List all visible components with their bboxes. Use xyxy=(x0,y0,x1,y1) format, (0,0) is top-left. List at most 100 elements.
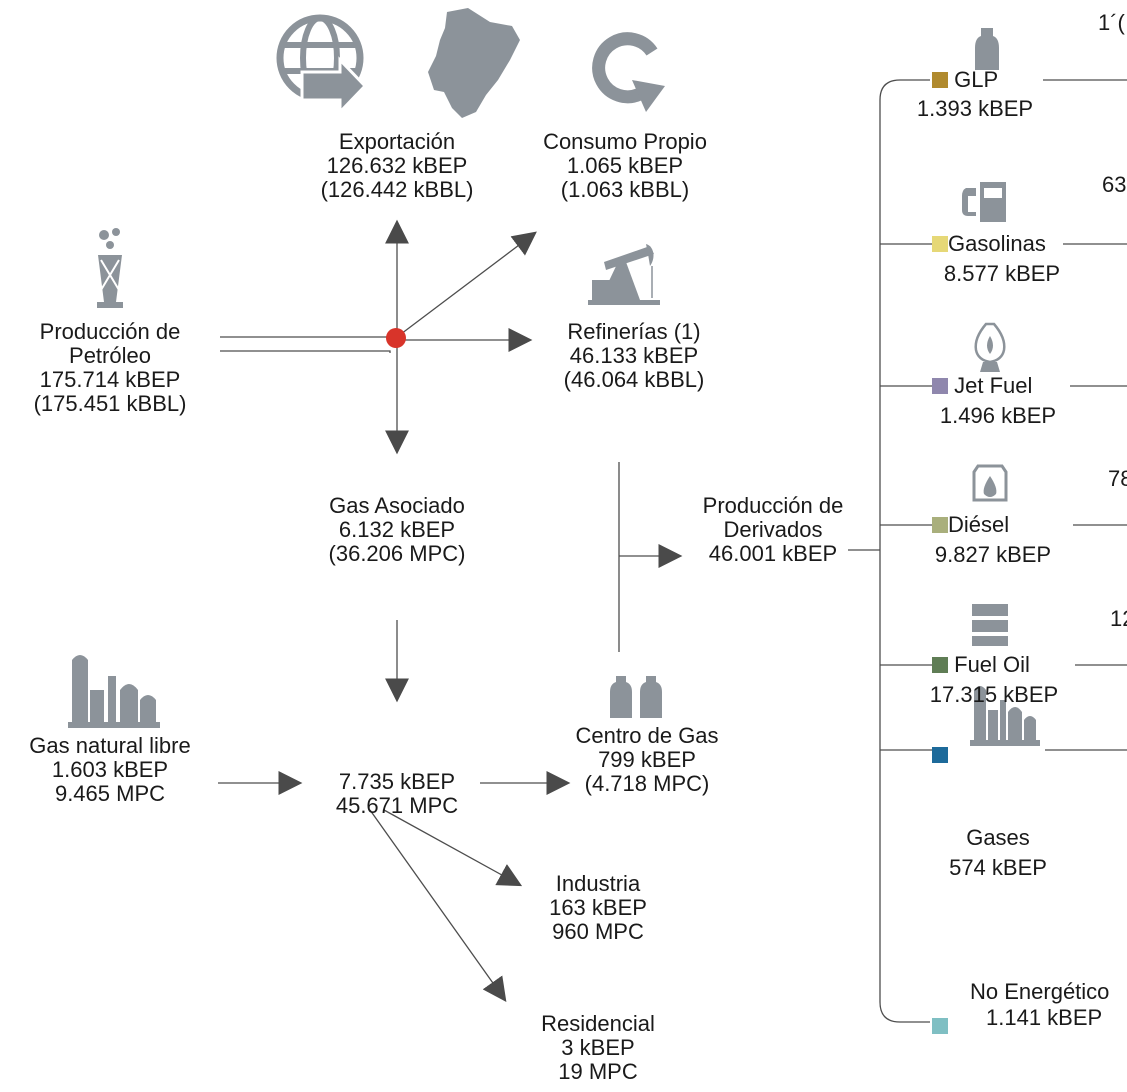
node-consumo-kbep: 1.065 kBEP xyxy=(566,153,684,178)
node-exportacion-name: Exportación xyxy=(338,129,456,154)
product-gases xyxy=(932,743,948,767)
swatch-noenergetico xyxy=(932,1018,948,1034)
node-gas-asociado: Gas Asociado 6.132 kBEP (36.206 MPC) xyxy=(329,494,466,566)
product-diesel-value: 9.827 kBEP xyxy=(934,542,1052,567)
flow-produccion-lower xyxy=(220,350,391,353)
node-centrogas-name: Centro de Gas xyxy=(575,723,719,748)
ecuador-map-icon xyxy=(428,8,520,118)
product-diesel-row: Diésel xyxy=(932,513,1009,537)
swatch-gases xyxy=(932,747,948,763)
product-noenergetico-name: No Energético xyxy=(970,979,1110,1004)
product-gases-name: Gases xyxy=(966,825,1030,850)
node-gasasociado-name: Gas Asociado xyxy=(329,493,465,518)
node-gasasociado-mpc: (36.206 MPC) xyxy=(328,541,466,566)
product-glp: GLP xyxy=(932,68,998,92)
product-glp-value: 1.393 kBEP xyxy=(916,96,1034,121)
node-produccion-petroleo: Producción de Petróleo 175.714 kBEP (175… xyxy=(34,320,187,416)
swatch-glp xyxy=(932,72,948,88)
product-diesel-name: Diésel xyxy=(948,512,1010,537)
node-residencial-name: Residencial xyxy=(541,1011,655,1036)
gases-plant-icon xyxy=(970,686,1040,746)
product-jetfuel-value: 1.496 kBEP xyxy=(939,403,1057,428)
node-gas-natural-libre: Gas natural libre 1.603 kBEP 9.465 MPC xyxy=(29,734,190,806)
gas-cylinders-icon xyxy=(610,676,662,718)
edge-label-1: 1´( xyxy=(1098,10,1125,35)
swatch-gasolinas xyxy=(932,236,948,252)
gas-bottle-icon xyxy=(975,28,999,70)
flow-to-consumo xyxy=(396,231,537,338)
edge-label-4: 12 xyxy=(1110,606,1127,631)
node-produccion-name1: Producción de xyxy=(39,319,181,344)
product-diesel: Diésel xyxy=(932,513,1009,537)
node-consumo-kbbl: (1.063 kBBL) xyxy=(560,177,690,202)
node-refinerias-name: Refinerías (1) xyxy=(567,319,701,344)
oil-derrick-icon xyxy=(97,228,123,308)
node-gasnatural-mpc: 9.465 MPC xyxy=(54,781,166,806)
swatch-diesel xyxy=(932,517,948,533)
node-centro-gas: Centro de Gas 799 kBEP (4.718 MPC) xyxy=(575,724,718,796)
node-produccion-kbbl: (175.451 kBBL) xyxy=(33,391,187,416)
node-produccion-name2: Petróleo xyxy=(69,343,151,368)
node-derivados-name2: Derivados xyxy=(723,517,823,542)
product-gasolinas-name: Gasolinas xyxy=(948,231,1046,256)
node-exportacion-kbbl: (126.442 kBBL) xyxy=(320,177,474,202)
product-gasolinas-row: Gasolinas xyxy=(932,232,1046,256)
products-bracket xyxy=(879,79,930,1023)
product-gasolinas: Gasolinas xyxy=(932,232,1046,256)
product-noenergetico-swatch xyxy=(932,1014,948,1038)
node-gastotal-mpc: 45.671 MPC xyxy=(335,793,459,818)
node-consumo-propio: Consumo Propio 1.065 kBEP (1.063 kBBL) xyxy=(543,130,707,202)
product-fueloil-name: Fuel Oil xyxy=(954,652,1030,677)
barrel-icon xyxy=(972,604,1008,646)
node-residencial-mpc: 19 MPC xyxy=(558,1059,638,1084)
node-gastotal-kbep: 7.735 kBEP xyxy=(338,769,456,794)
globe-icon xyxy=(276,14,368,116)
node-refinerias-kbbl: (46.064 kBBL) xyxy=(563,367,705,392)
flow-total-to-industria xyxy=(383,809,523,887)
node-produccion-derivados: Producción de Derivados 46.001 kBEP xyxy=(703,494,844,566)
gas-plant-icon xyxy=(68,655,160,728)
node-industria-mpc: 960 MPC xyxy=(552,919,644,944)
flow-total-to-residencial xyxy=(369,809,507,1002)
node-residencial-kbep: 3 kBEP xyxy=(561,1035,635,1060)
node-centrogas-mpc: (4.718 MPC) xyxy=(584,771,710,796)
node-derivados-kbep: 46.001 kBEP xyxy=(708,541,838,566)
node-derivados-name1: Producción de xyxy=(702,493,844,518)
product-gases-value: 574 kBEP xyxy=(949,855,1047,880)
product-gasolinas-value: 8.577 kBEP xyxy=(943,261,1061,286)
node-exportacion-kbep: 126.632 kBEP xyxy=(326,153,468,178)
node-industria: Industria 163 kBEP 960 MPC xyxy=(549,872,647,944)
edge-label-3: 78 xyxy=(1108,466,1127,491)
product-jetfuel-row: Jet Fuel xyxy=(932,374,1032,398)
product-glp-row: GLP xyxy=(932,68,998,92)
node-gasnatural-name: Gas natural libre xyxy=(29,733,191,758)
node-exportacion: Exportación 126.632 kBEP (126.442 kBBL) xyxy=(321,130,474,202)
fuel-pump-icon xyxy=(962,182,1006,222)
node-produccion-kbep: 175.714 kBEP xyxy=(39,367,181,392)
node-gasnatural-kbep: 1.603 kBEP xyxy=(51,757,169,782)
product-noenergetico-value: 1.141 kBEP xyxy=(986,1005,1103,1030)
product-glp-name: GLP xyxy=(954,67,999,92)
product-fueloil: Fuel Oil xyxy=(932,653,1030,677)
node-gas-total: 7.735 kBEP 45.671 MPC xyxy=(336,770,458,818)
node-centrogas-kbep: 799 kBEP xyxy=(598,747,696,772)
product-jetfuel-name: Jet Fuel xyxy=(954,373,1033,398)
node-industria-kbep: 163 kBEP xyxy=(549,895,647,920)
product-fueloil-row: Fuel Oil xyxy=(932,653,1030,677)
refresh-icon xyxy=(592,32,665,112)
lamp-icon xyxy=(974,322,1006,372)
product-jetfuel: Jet Fuel xyxy=(932,374,1032,398)
swatch-jetfuel xyxy=(932,378,948,394)
pumpjack-icon xyxy=(588,244,660,305)
product-fueloil-value: 17.315 kBEP xyxy=(929,682,1059,707)
node-consumo-name: Consumo Propio xyxy=(543,129,707,154)
node-gasasociado-kbep: 6.132 kBEP xyxy=(338,517,456,542)
swatch-fueloil xyxy=(932,657,948,673)
edge-label-2: 63 xyxy=(1102,172,1127,197)
distribution-hub xyxy=(386,328,406,348)
node-residencial: Residencial 3 kBEP 19 MPC xyxy=(541,1012,655,1084)
node-industria-name: Industria xyxy=(555,871,641,896)
oil-can-icon xyxy=(972,464,1008,502)
node-refinerias: Refinerías (1) 46.133 kBEP (46.064 kBBL) xyxy=(564,320,705,392)
node-refinerias-kbep: 46.133 kBEP xyxy=(569,343,699,368)
